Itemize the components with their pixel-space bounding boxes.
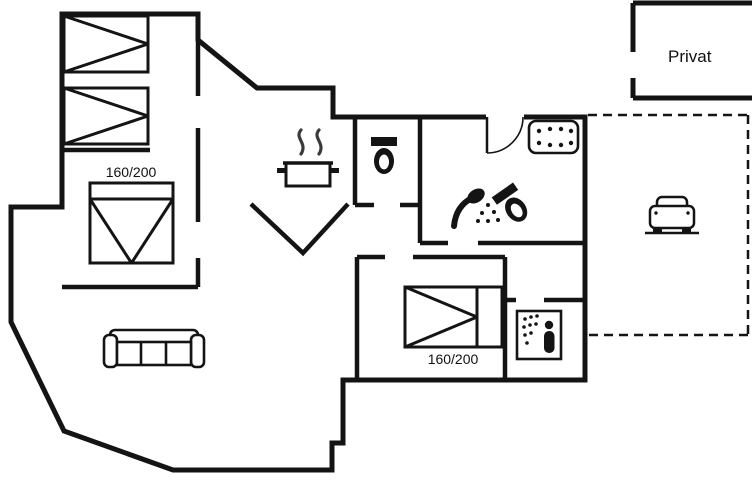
toilet-icon bbox=[371, 137, 397, 174]
shower-icon bbox=[451, 188, 500, 229]
interior-walls bbox=[62, 40, 585, 380]
steam-icon bbox=[297, 128, 323, 156]
toilet-icon bbox=[491, 182, 528, 222]
whirlpool-icon bbox=[527, 119, 580, 155]
carport-dashed-outline bbox=[588, 113, 750, 337]
double-bed-icon bbox=[403, 285, 504, 349]
double-bed-icon bbox=[88, 181, 175, 265]
car-icon bbox=[645, 195, 699, 235]
outer-walls bbox=[8, 11, 588, 473]
door-opening bbox=[486, 111, 524, 122]
cooking-pot-icon bbox=[277, 161, 339, 188]
bed-size-label: 160/200 bbox=[106, 164, 157, 180]
bunk-bed-icon bbox=[62, 14, 150, 74]
privat-room-walls bbox=[630, 0, 752, 101]
sofa-icon bbox=[102, 328, 206, 369]
bunk-bed-icon bbox=[62, 86, 150, 146]
sauna-icon bbox=[515, 309, 563, 361]
door-swing-arc bbox=[485, 116, 524, 154]
bed-size-label: 160/200 bbox=[428, 351, 479, 367]
privat-label: Privat bbox=[668, 47, 712, 66]
